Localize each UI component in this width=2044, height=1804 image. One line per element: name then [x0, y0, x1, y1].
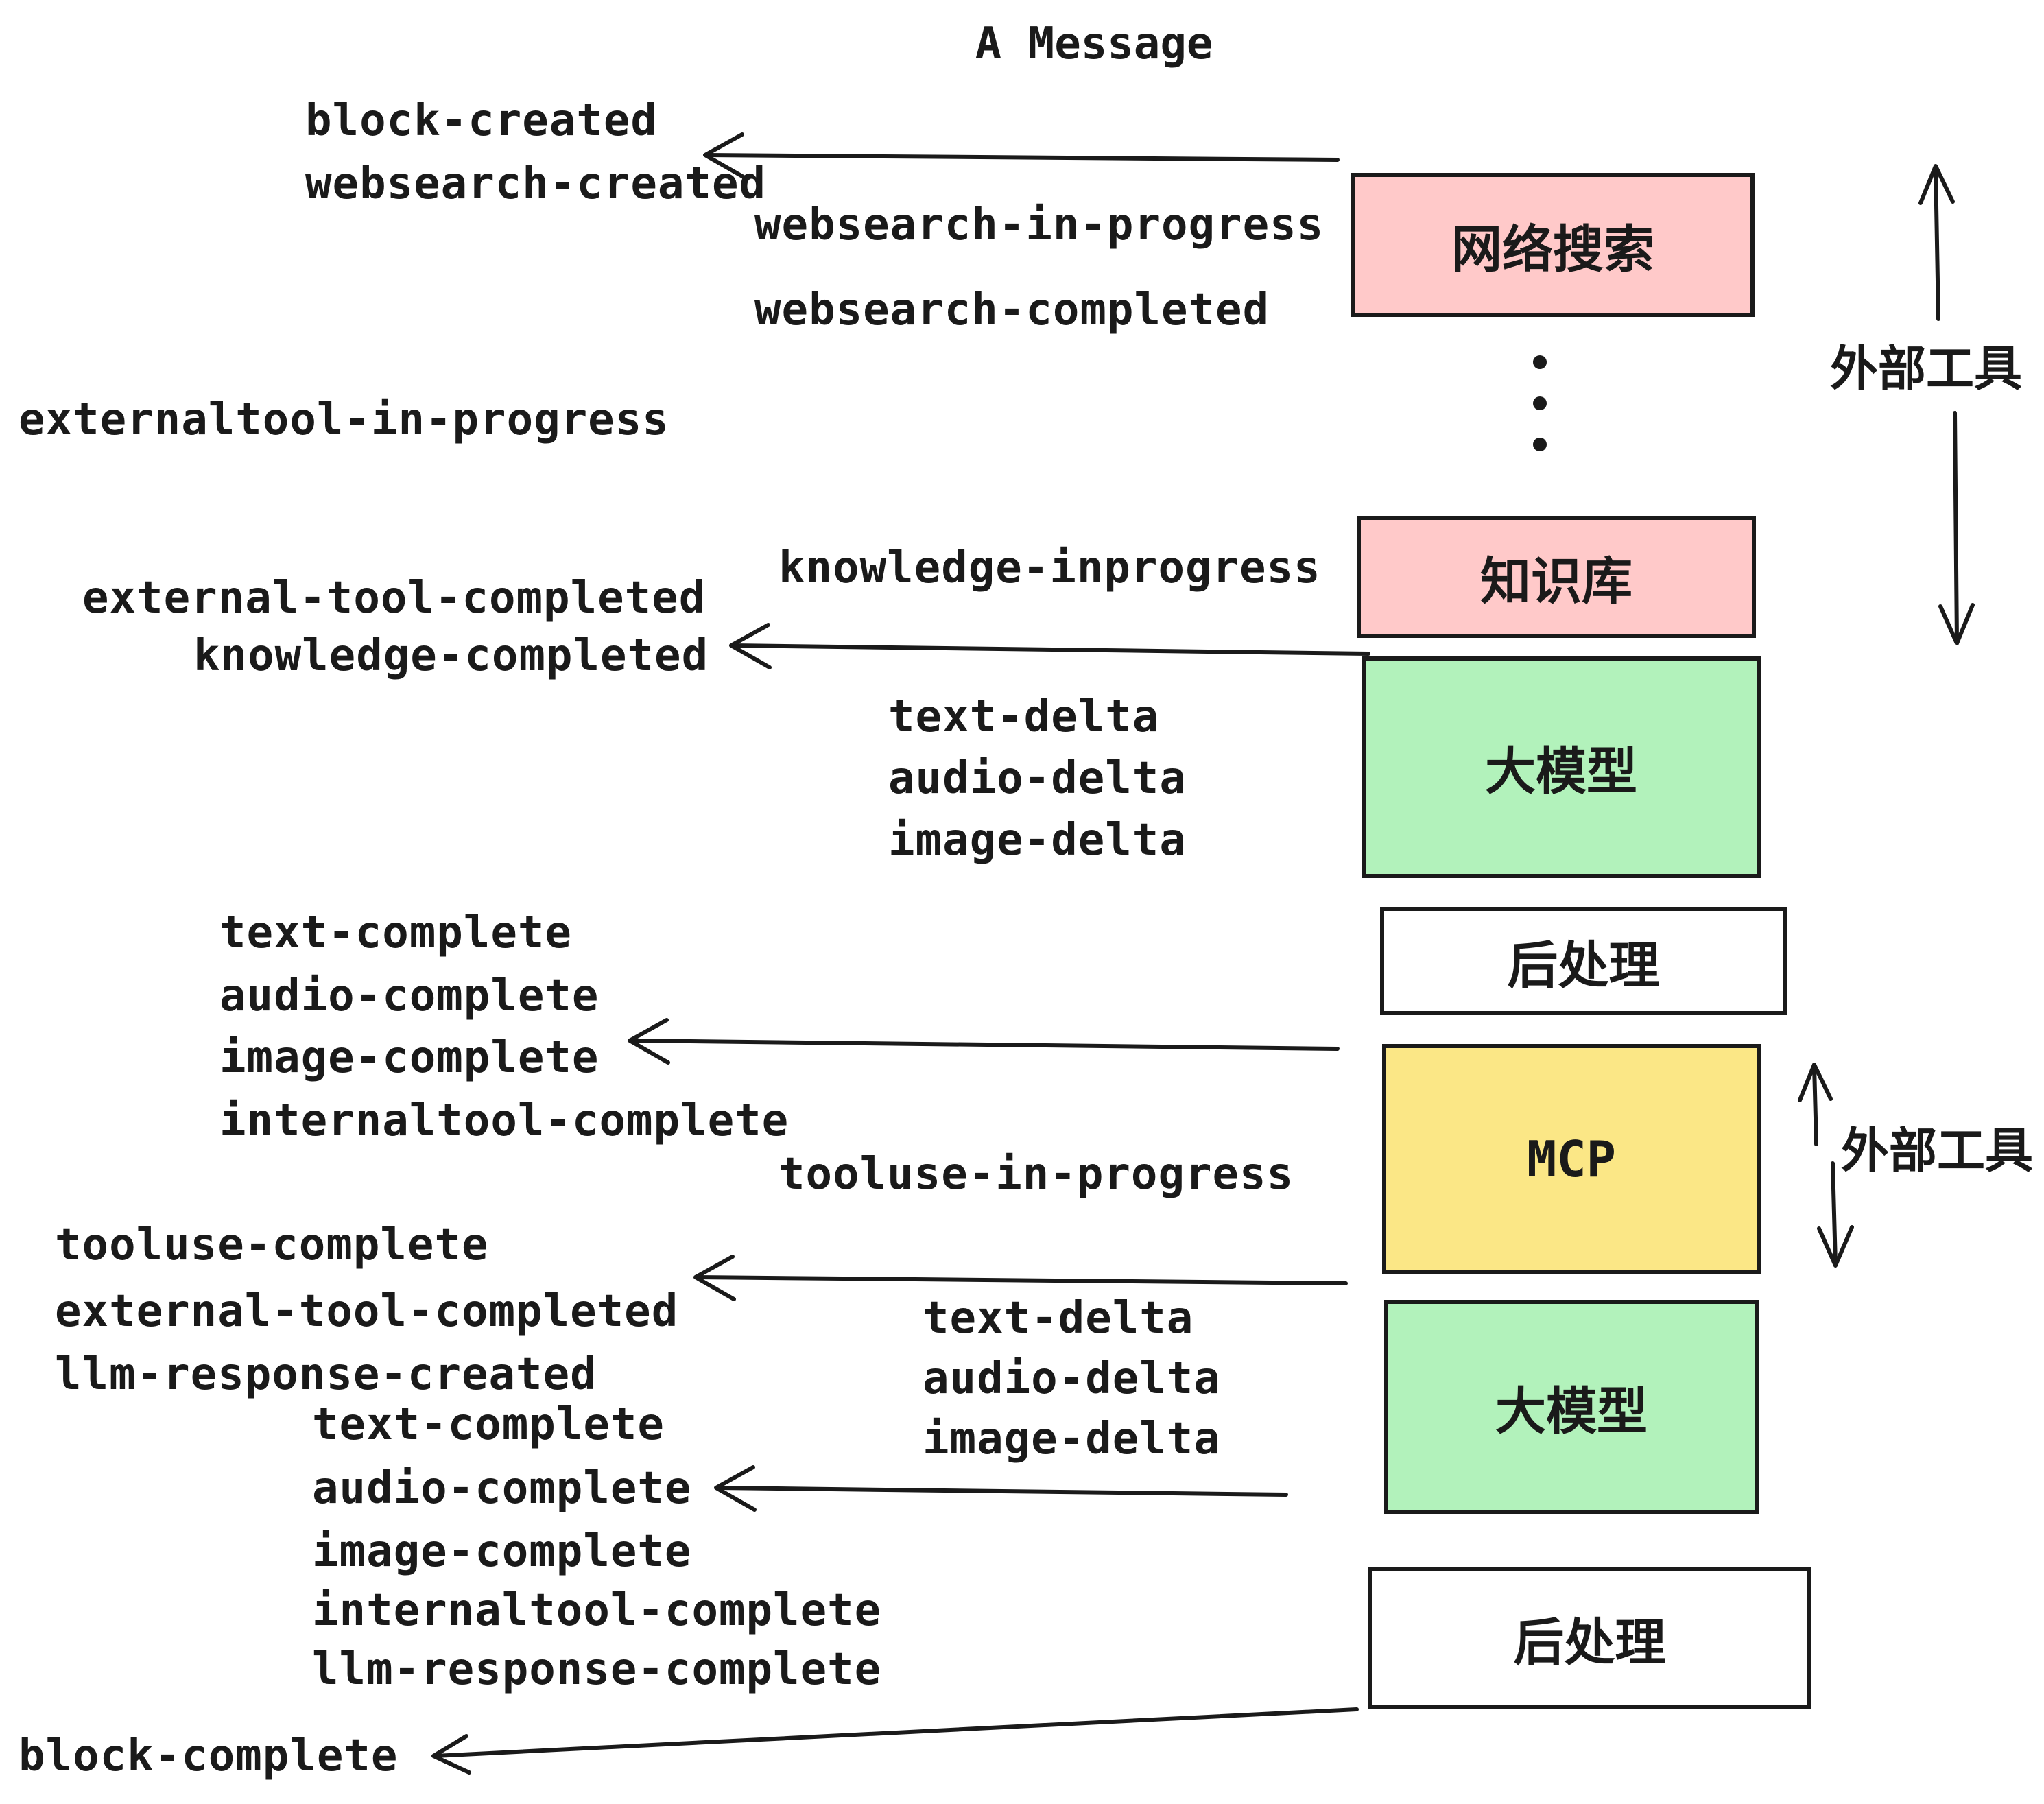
event-label-knowledge-completed: knowledge-completed: [193, 630, 709, 681]
arrow-to-websearch-created: [703, 132, 1340, 179]
diagram-title: A Message: [975, 19, 1213, 69]
arrow-to-audio-complete: [714, 1465, 1288, 1512]
event-label-external-tool-completed: external-tool-completed: [82, 573, 706, 624]
event-label-llm-response-created: llm-response-created: [55, 1349, 597, 1400]
event-label-text-delta: text-delta: [888, 691, 1160, 742]
event-label-websearch-completed: websearch-completed: [754, 285, 1270, 335]
event-label-audio-delta: audio-delta: [923, 1353, 1221, 1404]
mcp-external-tools-annotation: 外部工具: [1841, 1122, 2033, 1179]
flow-box-llm-1-label: 大模型: [1485, 742, 1637, 801]
vertical-ellipsis: [1533, 355, 1547, 451]
flow-box-postprocess-2-label: 后处理: [1513, 1613, 1666, 1672]
flow-box-websearch-label: 网络搜索: [1451, 219, 1654, 279]
arrow-to-block-complete: [431, 1707, 1359, 1775]
event-label-externaltool-in-progress: externaltool-in-progress: [19, 394, 669, 445]
ellipsis-dot: [1533, 438, 1547, 451]
event-label-external-tool-completed: external-tool-completed: [55, 1286, 679, 1337]
event-label-internaltool-complete: internaltool-complete: [219, 1095, 789, 1146]
flow-box-knowledge-label: 知识库: [1480, 551, 1632, 611]
flow-box-llm-2-label: 大模型: [1495, 1381, 1648, 1441]
event-label-internaltool-complete: internaltool-complete: [312, 1585, 882, 1636]
external-tools-up-arrow: [1918, 164, 1955, 321]
event-label-knowledge-inprogress: knowledge-inprogress: [779, 543, 1321, 593]
event-label-audio-delta: audio-delta: [888, 753, 1187, 804]
event-label-websearch-in-progress: websearch-in-progress: [754, 200, 1324, 250]
flow-box-mcp-label: MCP: [1526, 1130, 1617, 1188]
flow-box-postprocess-1-label: 后处理: [1507, 936, 1660, 995]
flow-box-websearch: 网络搜索: [1351, 173, 1755, 317]
external-tools-annotation: 外部工具: [1830, 340, 2022, 397]
event-label-tooluse-in-progress: tooluse-in-progress: [779, 1149, 1294, 1200]
event-label-image-complete: image-complete: [219, 1032, 599, 1083]
event-label-tooluse-complete: tooluse-complete: [55, 1220, 489, 1270]
flow-box-postprocess-1: 后处理: [1380, 907, 1787, 1015]
external-tools-down-arrow: [1938, 411, 1975, 645]
event-label-audio-complete: audio-complete: [219, 971, 599, 1021]
mcp-external-tools-up-arrow: [1798, 1063, 1833, 1146]
event-label-image-delta: image-delta: [923, 1414, 1221, 1464]
event-label-websearch-created: websearch-created: [305, 158, 767, 209]
ellipsis-dot: [1533, 396, 1547, 410]
event-label-image-delta: image-delta: [888, 815, 1187, 866]
flow-box-postprocess-2: 后处理: [1368, 1567, 1811, 1709]
flow-box-mcp: MCP: [1382, 1044, 1761, 1274]
arrow-to-knowledge-completed: [729, 623, 1370, 669]
arrow-to-image-complete: [628, 1018, 1340, 1065]
event-label-llm-response-complete: llm-response-complete: [312, 1644, 882, 1695]
event-label-audio-complete: audio-complete: [312, 1463, 692, 1514]
flow-box-llm-1: 大模型: [1362, 656, 1761, 878]
ellipsis-dot: [1533, 355, 1547, 369]
flow-box-llm-2: 大模型: [1384, 1300, 1759, 1514]
flow-box-knowledge: 知识库: [1357, 516, 1756, 638]
event-label-image-complete: image-complete: [312, 1526, 692, 1577]
event-label-block-complete: block-complete: [19, 1731, 399, 1781]
event-label-text-complete: text-complete: [219, 907, 572, 958]
event-label-text-delta: text-delta: [923, 1293, 1194, 1344]
event-label-block-created: block-created: [305, 95, 658, 146]
event-label-text-complete: text-complete: [312, 1399, 665, 1450]
